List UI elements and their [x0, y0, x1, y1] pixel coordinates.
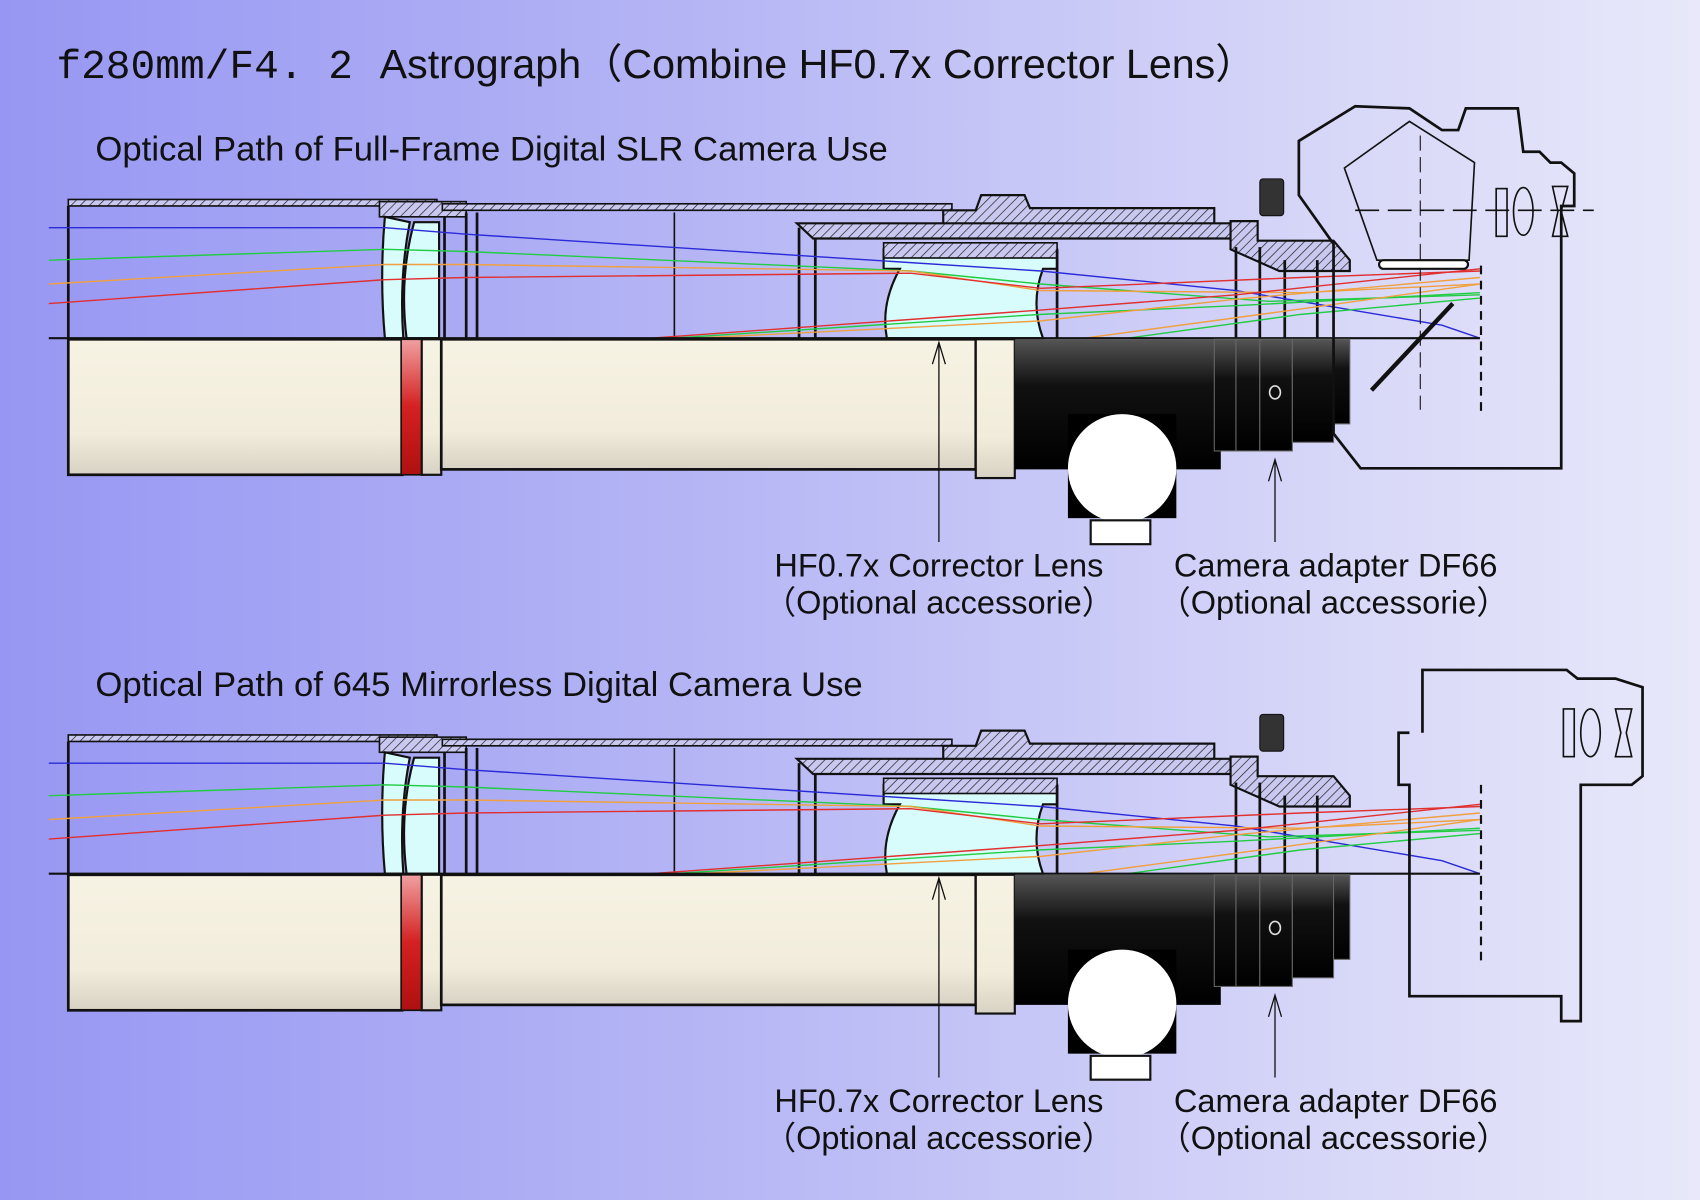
section-heading: Optical Path of 645 Mirrorless Digital C… — [95, 666, 862, 704]
objective-lens-elements — [381, 750, 446, 875]
camera-adapter-note: （Optional accessorie） — [1158, 585, 1509, 621]
arrow-up-icon — [931, 340, 947, 365]
title-description: Astrograph（Combine HF0.7x Corrector Lens… — [380, 41, 1257, 87]
focus-knob — [1067, 414, 1177, 523]
reflex-mirror — [1369, 302, 1455, 392]
corrector-lens-note: （Optional accessorie） — [764, 1120, 1115, 1156]
camera-adapter — [1259, 874, 1293, 987]
red-band — [400, 338, 423, 476]
telescope-slot — [48, 713, 1481, 1081]
red-band — [400, 873, 423, 1012]
tube-exterior — [66, 337, 1016, 480]
camera-adapter — [1259, 338, 1293, 452]
arrow-up-icon — [1267, 992, 1283, 1017]
section-heading: Optical Path of Full-Frame Digital SLR C… — [95, 130, 887, 168]
arrow-up-icon — [931, 875, 947, 900]
locking-knob — [1259, 713, 1285, 752]
arrow-up-icon — [1267, 457, 1283, 482]
mirrorless-camera — [1397, 668, 1644, 1023]
camera-adapter-note: （Optional accessorie） — [1158, 1120, 1509, 1156]
callouts — [931, 340, 1283, 543]
tube-cross-section — [66, 178, 1351, 339]
corrector-lens-label: HF0.7x Corrector Lens — [774, 548, 1103, 584]
objective-lens-elements — [381, 215, 446, 340]
locking-knob — [1259, 178, 1285, 217]
telescope — [48, 713, 1481, 1081]
focus-knob — [1067, 949, 1177, 1058]
slr-camera — [1297, 104, 1594, 470]
callouts — [931, 875, 1283, 1078]
section-full-frame-slr: Optical Path of Full-Frame Digital SLR C… — [48, 104, 1594, 621]
section-645-mirrorless: Optical Path of 645 Mirrorless Digital C… — [48, 666, 1644, 1156]
title-model: f280mm/F4. 2 — [56, 45, 353, 91]
camera-adapter-label: Camera adapter DF66 — [1174, 548, 1498, 584]
light-rays — [48, 762, 1481, 875]
tube-exterior — [66, 873, 1016, 1015]
focuser — [1014, 874, 1351, 1081]
tube-cross-section — [66, 713, 1351, 874]
camera-adapter-label: Camera adapter DF66 — [1174, 1083, 1498, 1119]
telescope — [48, 178, 1481, 546]
page-title: f280mm/F4. 2 Astrograph（Combine HF0.7x C… — [56, 41, 1256, 91]
corrector-lens-note: （Optional accessorie） — [764, 585, 1115, 621]
focuser — [1014, 338, 1351, 546]
corrector-lens-label: HF0.7x Corrector Lens — [774, 1083, 1103, 1119]
